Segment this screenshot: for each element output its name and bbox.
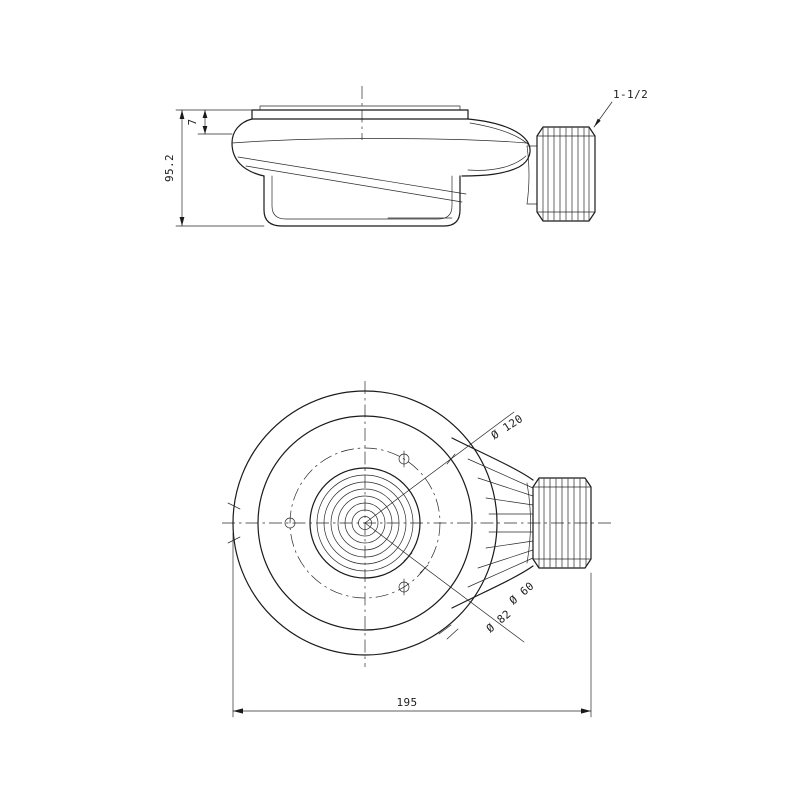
side-view: 95.2 7 1-1/2	[163, 86, 648, 227]
dim-text-dia-120: Ø 120	[489, 412, 526, 442]
dim-text-overall-height: 95.2	[163, 154, 176, 182]
side-view-cup	[263, 175, 461, 227]
arrowhead	[233, 708, 243, 714]
arrowhead	[179, 110, 185, 119]
arrowhead	[594, 118, 601, 127]
plan-nut	[532, 477, 592, 569]
fixing-hole	[284, 517, 296, 529]
dim-text-dia-60: Ø 60	[507, 579, 537, 607]
dim-text-flange-height: 7	[186, 118, 199, 125]
plan-tick-marks	[227, 502, 459, 640]
side-view-body	[231, 118, 538, 205]
dim-text-overall-length: 195	[396, 696, 417, 709]
plan-funnel	[451, 437, 534, 609]
dim-overall-height: 95.2	[163, 109, 265, 227]
arrowhead	[202, 126, 208, 134]
dim-dia-120: Ø 120	[364, 411, 526, 524]
dim-dia-60-82: Ø 60 Ø 82	[364, 522, 537, 643]
arrowhead	[202, 110, 208, 118]
plan-view: Ø 120 Ø 60 Ø 82 195	[222, 381, 612, 718]
arrowhead	[179, 217, 185, 226]
arrowhead	[581, 708, 591, 714]
label-thread-size: 1-1/2	[593, 88, 648, 128]
dim-overall-length: 195	[232, 532, 592, 718]
bolt-circle	[289, 447, 441, 599]
dim-flange-height: 7	[186, 109, 233, 135]
side-view-nut	[536, 126, 596, 222]
plan-circles	[232, 390, 498, 656]
thread-size-text: 1-1/2	[613, 88, 648, 101]
side-view-flange	[251, 105, 469, 120]
plan-fixing-holes	[284, 450, 410, 596]
